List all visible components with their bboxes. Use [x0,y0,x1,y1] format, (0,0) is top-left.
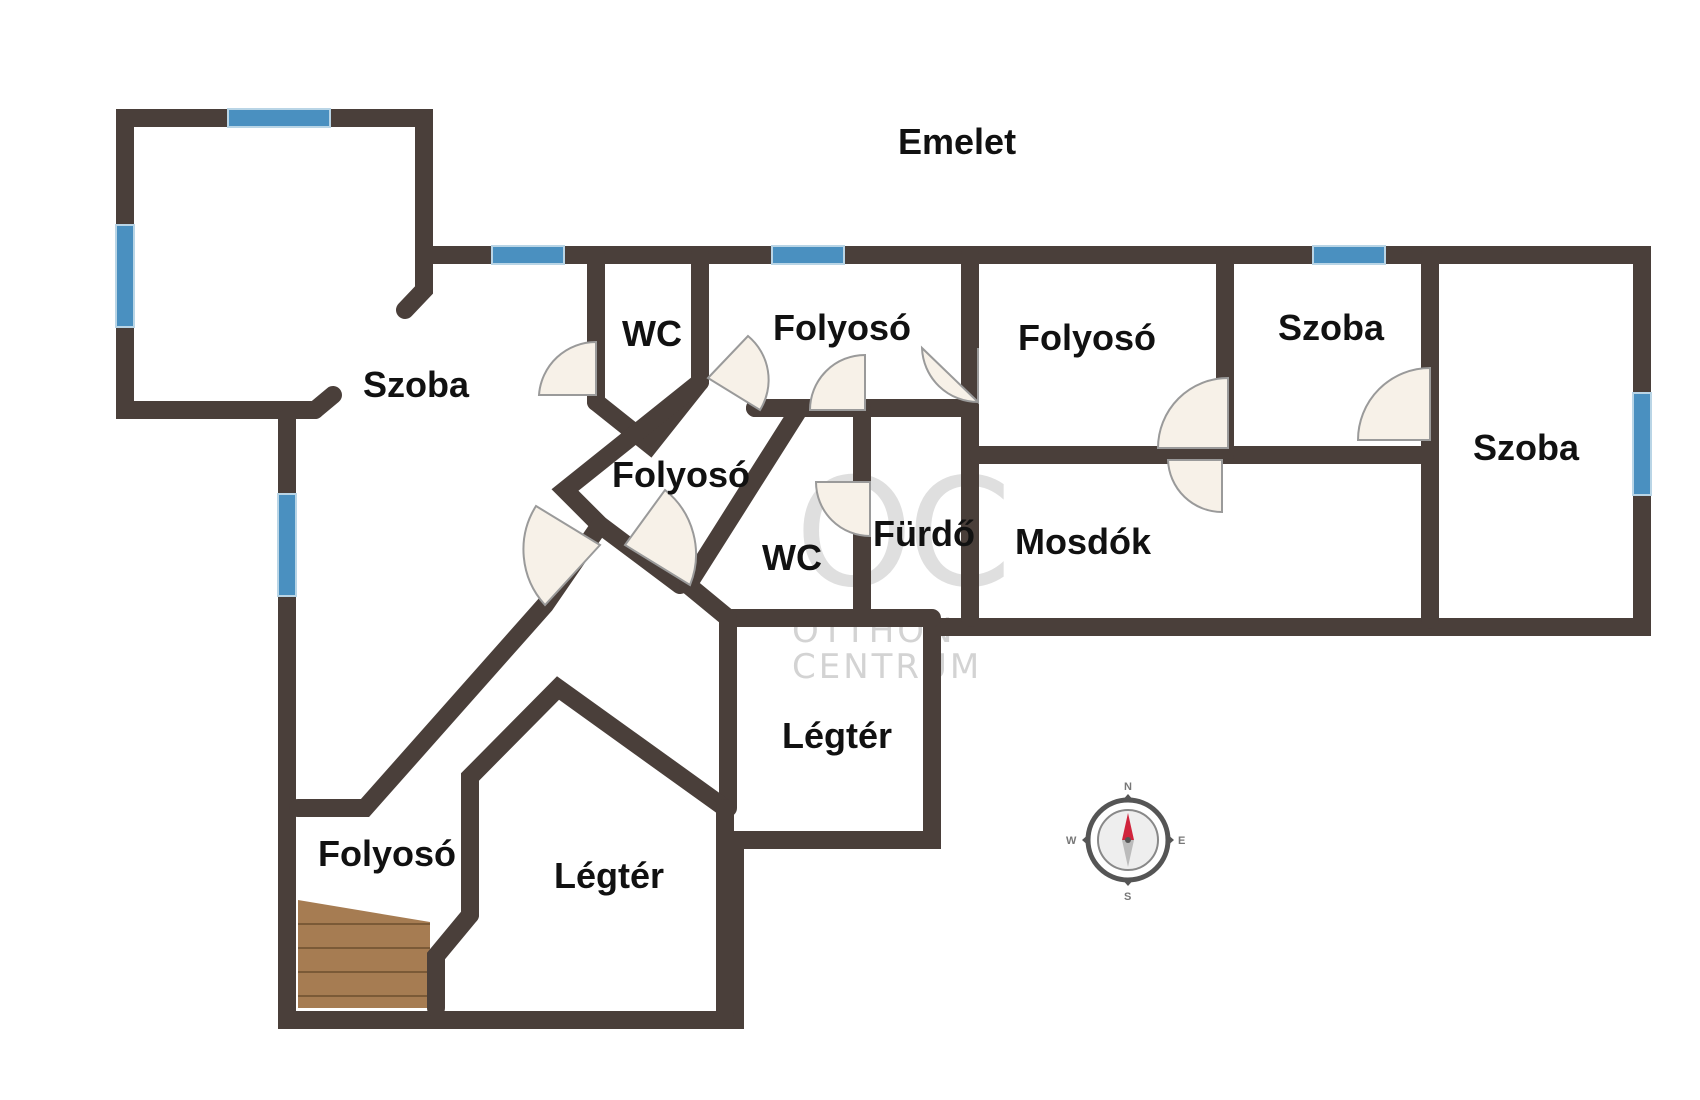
room-label-folyoso-center: Folyosó [1018,317,1156,358]
compass-north: N [1124,781,1132,793]
door-folyoso-top-2 [808,353,866,411]
window-top-2 [771,245,845,265]
windows [115,108,1652,597]
floor-title: Emelet [898,121,1016,162]
room-label-legter-center: Légtér [782,715,892,756]
window-top-left [227,108,331,128]
stairs [298,900,430,1008]
room-label-folyoso-diag: Folyosó [612,454,750,495]
door-diag-2 [623,488,697,587]
window-top-3 [1312,245,1386,265]
door-szoba-right [1356,366,1431,441]
door-diag-1 [522,504,602,607]
window-left-lower [277,493,297,597]
door-folyoso-center [920,345,979,405]
compass-east: E [1178,835,1185,847]
doors [522,334,1431,607]
watermark-line2: CENTRUM [792,647,982,687]
door-wc-center [814,481,871,538]
door-szoba-upper-1 [1156,376,1229,449]
compass-west: W [1066,835,1077,847]
window-right [1632,392,1652,496]
room-label-szoba-upper: Szoba [1278,307,1385,348]
window-left [115,224,135,328]
door-wc-top [537,340,597,396]
room-label-folyoso-bottom: Folyosó [318,833,456,874]
room-label-legter-bottom: Légtér [554,855,664,896]
window-top-1 [491,245,565,265]
door-mosdok [1166,459,1223,514]
room-label-szoba-right: Szoba [1473,427,1580,468]
room-label-folyoso-top: Folyosó [773,307,911,348]
door-folyoso-top-1 [706,334,770,412]
compass-icon: N E S W [1066,781,1185,903]
compass-south: S [1124,891,1131,903]
room-label-furdo: Fürdő [873,513,975,554]
room-label-mosdok: Mosdók [1015,521,1152,562]
room-label-szoba-left: Szoba [363,364,470,405]
room-label-wc-top: WC [622,313,682,354]
room-label-wc-center: WC [762,537,822,578]
